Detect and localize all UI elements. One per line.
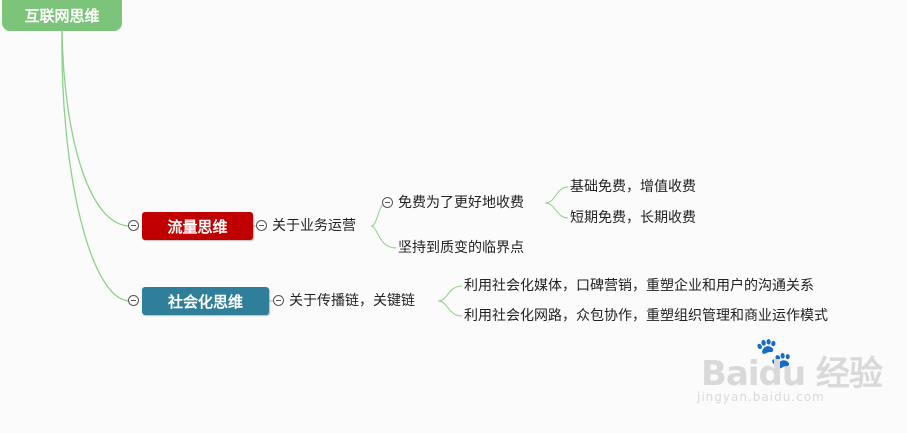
baidu-watermark: 🐾 Baidu 经验 jingyan.baidu.com (693, 336, 893, 420)
collapse-toggle-icon[interactable] (382, 197, 393, 208)
node-social-thinking[interactable]: 社会化思维 (142, 287, 269, 315)
node-free-for-better-charge[interactable]: 免费为了更好地收费 (398, 195, 524, 211)
node-propagation-chain[interactable]: 关于传播链，关键链 (289, 293, 415, 309)
watermark-main-text: Baidu 经验 (701, 354, 883, 394)
collapse-toggle-icon[interactable] (128, 220, 139, 231)
node-tipping-point[interactable]: 坚持到质变的临界点 (398, 240, 524, 256)
node-short-term-free-long-term[interactable]: 短期免费，长期收费 (570, 210, 696, 226)
watermark-url: jingyan.baidu.com (697, 390, 825, 404)
node-basic-free-value-added[interactable]: 基础免费，增值收费 (570, 179, 696, 195)
collapse-toggle-icon[interactable] (256, 220, 267, 231)
root-node[interactable]: 互联网思维 (2, 0, 122, 31)
node-social-network[interactable]: 利用社会化网路，众包协作，重塑组织管理和商业运作模式 (464, 308, 828, 324)
collapse-toggle-icon[interactable] (273, 295, 284, 306)
node-social-media[interactable]: 利用社会化媒体，口碑营销，重塑企业和用户的沟通关系 (464, 278, 814, 294)
collapse-toggle-icon[interactable] (128, 295, 139, 306)
paw-icon: 🐾 (755, 336, 793, 371)
node-traffic-thinking[interactable]: 流量思维 (142, 212, 253, 240)
node-business-operation[interactable]: 关于业务运营 (272, 218, 356, 234)
